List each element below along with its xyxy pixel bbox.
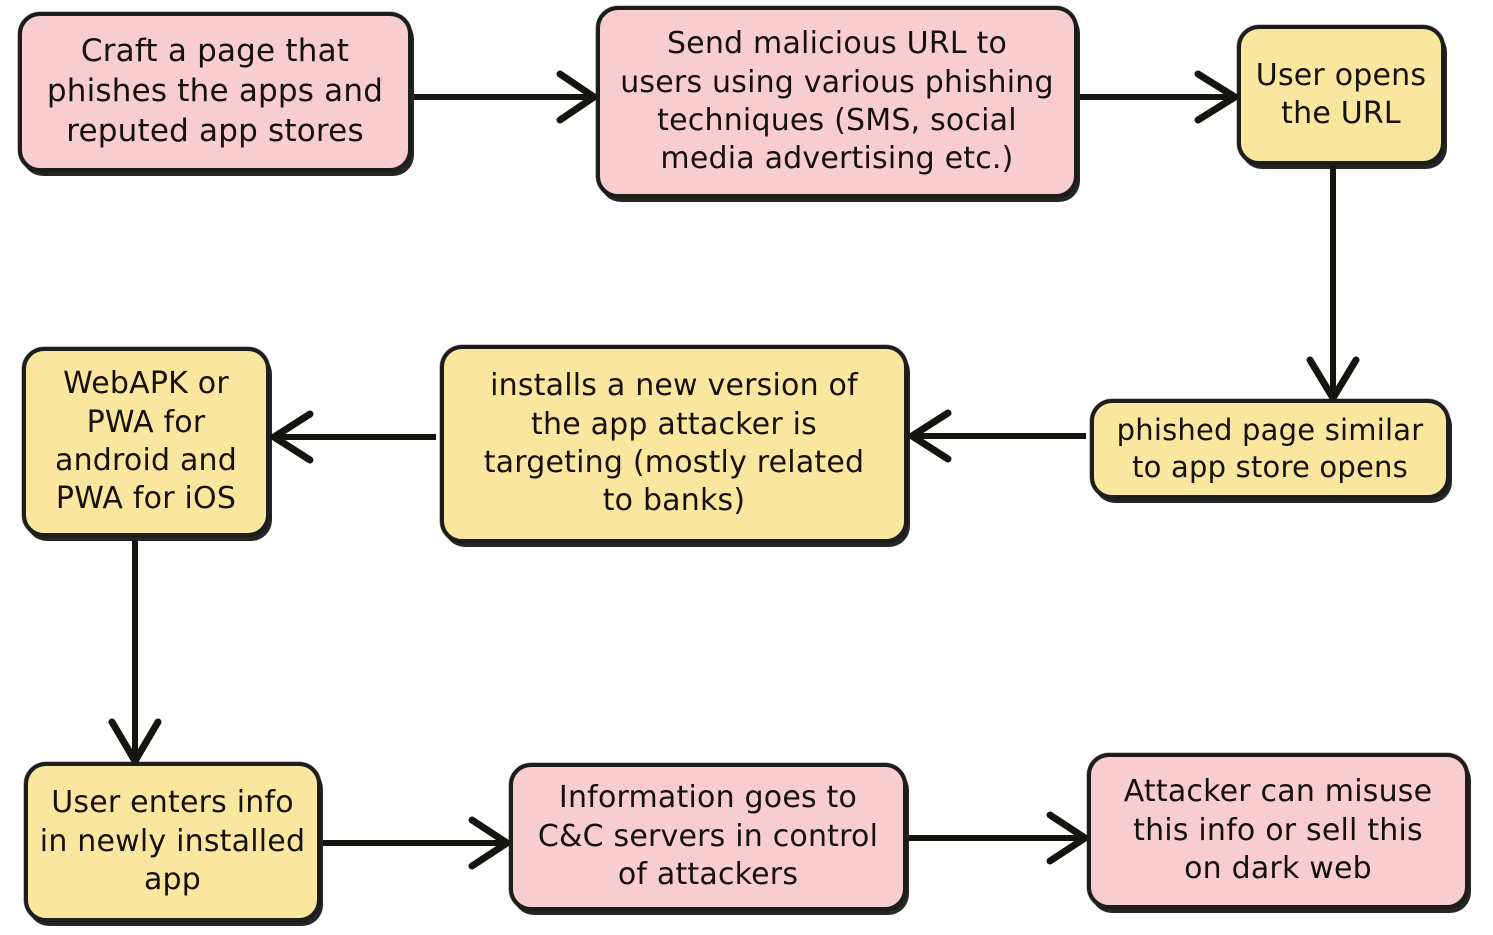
node-label: Craft a page that phishes the apps and r… xyxy=(46,33,384,149)
edge-enters-to-cc xyxy=(323,816,514,870)
edge-send-to-opens xyxy=(1080,70,1242,124)
node-label: User enters info in newly installed app xyxy=(39,785,306,898)
node-user-enters-info[interactable]: User enters info in newly installed app xyxy=(24,762,321,922)
edge-opens-to-phished xyxy=(1306,166,1360,405)
node-label: Information goes to C&C servers in contr… xyxy=(537,780,879,893)
node-label: installs a new version of the app attack… xyxy=(483,368,865,519)
node-label: Attacker can misuse this info or sell th… xyxy=(1123,774,1433,887)
edge-craft-to-send xyxy=(414,70,601,124)
edge-installs-to-webapk xyxy=(267,410,436,464)
node-installs-new-version[interactable]: installs a new version of the app attack… xyxy=(440,345,908,543)
edge-webapk-to-enters xyxy=(108,540,162,768)
edge-phished-to-installs xyxy=(905,409,1086,463)
node-phished-page-opens[interactable]: phished page similar to app store opens xyxy=(1090,399,1450,499)
node-label: WebAPK or PWA for android and PWA for iO… xyxy=(54,366,238,517)
node-send-malicious-url[interactable]: Send malicious URL to users using variou… xyxy=(596,6,1078,198)
edge-cc-to-misuse xyxy=(909,811,1092,865)
node-user-opens-url[interactable]: User opens the URL xyxy=(1237,25,1445,165)
node-attacker-misuse[interactable]: Attacker can misuse this info or sell th… xyxy=(1087,753,1469,909)
node-craft-page[interactable]: Craft a page that phishes the apps and r… xyxy=(18,12,412,172)
node-label: phished page similar to app store opens xyxy=(1116,412,1424,484)
node-info-to-cc-servers[interactable]: Information goes to C&C servers in contr… xyxy=(509,763,907,911)
node-label: User opens the URL xyxy=(1255,57,1427,131)
node-label: Send malicious URL to users using variou… xyxy=(620,26,1054,177)
node-webapk-or-pwa[interactable]: WebAPK or PWA for android and PWA for iO… xyxy=(22,347,270,537)
